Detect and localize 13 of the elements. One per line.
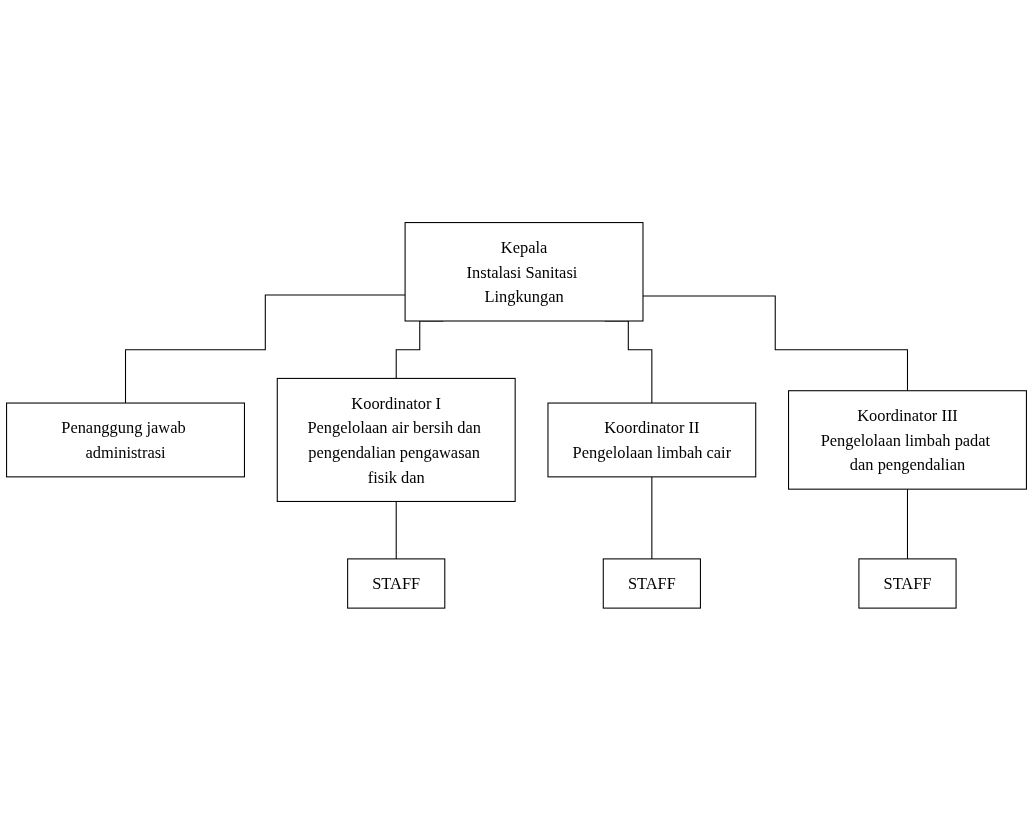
node-box: STAFF [347,558,446,609]
node-box: STAFF [858,558,957,609]
node-box: Koordinator I Pengelolaan air bersih dan pengendalian pengawasan fisik dan [276,377,516,502]
node-box: Penanggung jawab administrasi [6,402,245,478]
node-box: Koordinator II Pengelolaan limbah cair [547,402,757,478]
node-box: Kepala Instalasi Sanitasi Lingkungan [404,221,644,322]
connector [124,294,406,404]
node-box: Koordinator III Pengelolaan limbah padat dan pengendalian [788,389,1027,490]
connector [906,488,909,560]
node-box: STAFF [602,558,701,609]
connector [642,295,909,391]
connector [651,476,653,560]
connector [395,500,397,560]
